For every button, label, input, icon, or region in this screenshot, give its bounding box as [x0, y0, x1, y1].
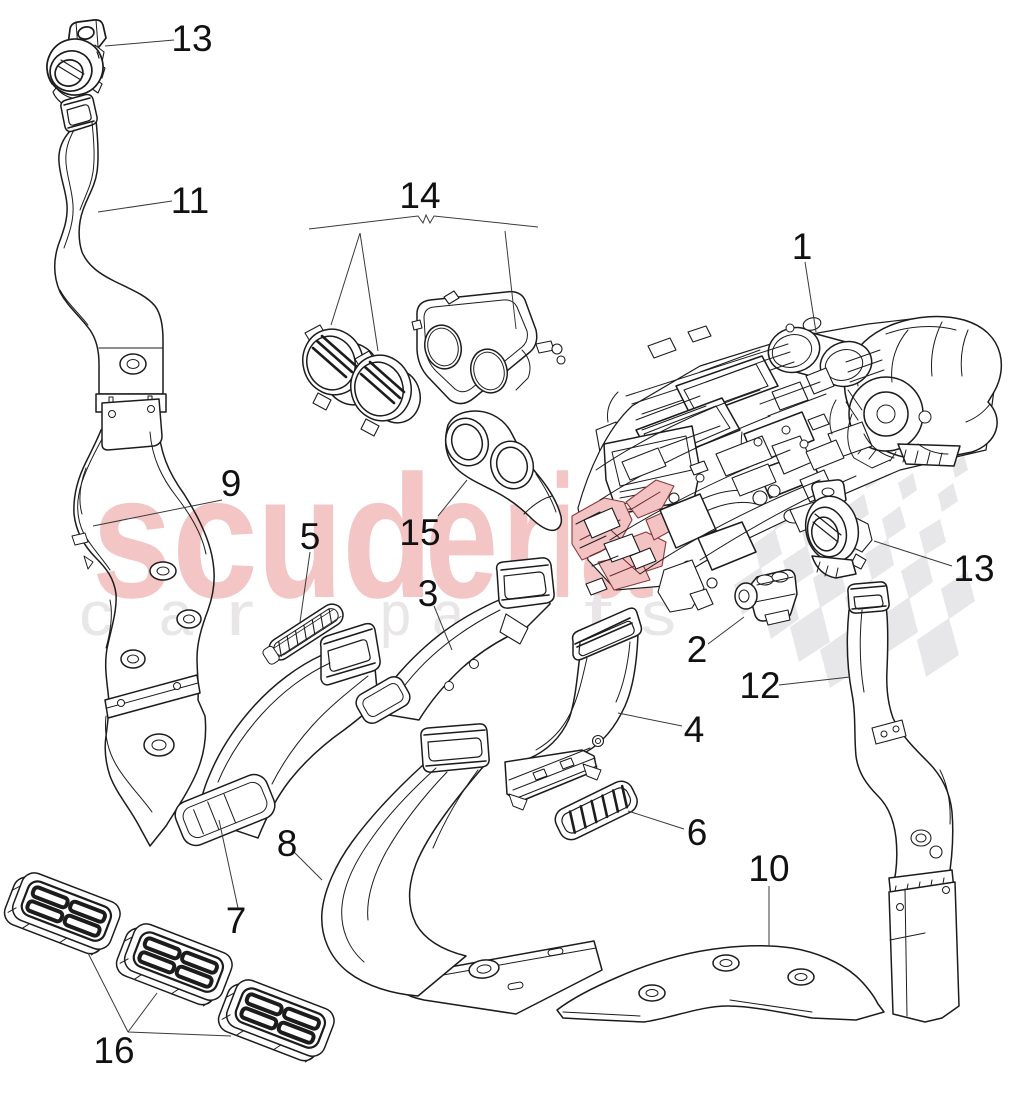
svg-text:2: 2 [687, 629, 708, 670]
svg-text:d: d [342, 440, 433, 635]
svg-text:1: 1 [792, 226, 813, 267]
svg-text:9: 9 [221, 463, 242, 504]
svg-text:i: i [551, 440, 574, 635]
svg-text:8: 8 [277, 823, 298, 864]
svg-text:11: 11 [171, 180, 209, 221]
svg-text:13: 13 [953, 548, 994, 589]
svg-text:6: 6 [687, 812, 708, 853]
svg-text:14: 14 [399, 175, 440, 216]
svg-text:3: 3 [418, 573, 439, 614]
svg-text:13: 13 [171, 18, 212, 59]
svg-text:c: c [79, 580, 113, 649]
svg-text:16: 16 [93, 1030, 134, 1071]
svg-text:15: 15 [399, 512, 440, 553]
svg-text:5: 5 [300, 516, 321, 557]
svg-text:12: 12 [739, 665, 780, 706]
svg-text:r: r [226, 580, 254, 649]
svg-text:s: s [92, 440, 172, 635]
svg-text:c: c [172, 440, 258, 635]
svg-text:7: 7 [226, 900, 247, 941]
svg-text:10: 10 [748, 848, 789, 889]
svg-text:4: 4 [684, 709, 705, 750]
svg-text:p: p [380, 580, 411, 649]
svg-text:u: u [257, 440, 343, 635]
